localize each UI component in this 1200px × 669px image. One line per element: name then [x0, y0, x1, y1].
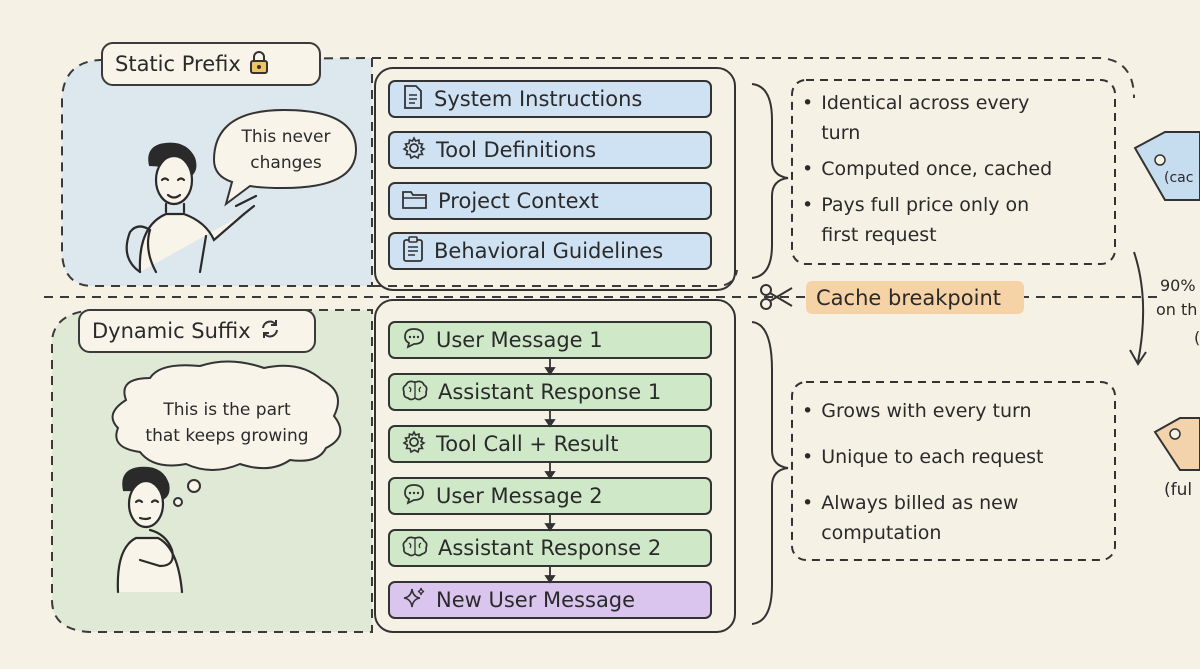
note-line: Always billed as new	[821, 492, 1019, 514]
row-label: Tool Definitions	[436, 138, 597, 162]
row-label: Behavioral Guidelines	[434, 239, 664, 263]
row-new-user-message: New User Message	[388, 581, 712, 619]
row-project-context: Project Context	[388, 182, 712, 220]
note-line: Grows with every turn	[821, 400, 1032, 422]
static-prefix-outline-inner	[372, 269, 738, 287]
cached-price-tag	[1133, 131, 1200, 201]
thought-bubble	[111, 360, 342, 471]
clipboard-icon	[402, 235, 424, 267]
stack-container-dynamic	[374, 299, 736, 633]
row-label: User Message 1	[436, 328, 603, 352]
dynamic-flow-arrows	[544, 359, 556, 584]
dynamic-notes-box	[791, 381, 1116, 561]
brain-icon	[402, 379, 428, 406]
row-label: User Message 2	[436, 484, 603, 508]
gear-icon	[402, 429, 426, 459]
scissors-icon	[758, 282, 794, 316]
static-notes-box	[791, 79, 1116, 265]
static-bubble-line-1: This never	[241, 127, 331, 147]
stack-container-static	[374, 67, 736, 291]
static-prefix-title: Static Prefix	[101, 42, 321, 86]
cache-breakpoint-label: Cache breakpoint	[806, 281, 1024, 314]
static-prefix-outline-top	[372, 57, 1135, 99]
full-price-tag	[1153, 417, 1200, 471]
dynamic-note-2: •Unique to each request	[802, 442, 1110, 472]
row-label: New User Message	[436, 588, 636, 612]
row-behavioral-guidelines: Behavioral Guidelines	[388, 232, 712, 270]
full-price-tag-text: (ful	[1164, 480, 1193, 500]
speech-bubble	[212, 108, 358, 207]
note-line: Identical across every	[821, 92, 1030, 114]
brace-static	[751, 83, 789, 279]
row-label: Tool Call + Result	[436, 432, 619, 456]
row-system-instructions: System Instructions	[388, 80, 712, 118]
note-line: computation	[821, 522, 942, 544]
dynamic-bubble-line-1: This is the part	[163, 400, 291, 420]
person-thinking-illustration	[116, 466, 184, 594]
static-bubble-line-2: changes	[250, 153, 322, 173]
static-note-2: •Computed once, cached	[802, 154, 1102, 184]
refresh-icon	[259, 318, 281, 345]
row-assistant-response-1: Assistant Response 1	[388, 373, 712, 411]
folder-icon	[402, 188, 428, 215]
row-label: Assistant Response 2	[438, 536, 662, 560]
dynamic-suffix-title-text: Dynamic Suffix	[92, 319, 251, 343]
dynamic-bubble-text: This is the part that keeps growing	[120, 397, 334, 449]
dynamic-note-1: •Grows with every turn	[802, 396, 1110, 426]
dynamic-notes: •Grows with every turn •Unique to each r…	[802, 396, 1110, 554]
row-label: Project Context	[438, 189, 599, 213]
person-pointing-illustration	[125, 142, 258, 274]
note-line: first request	[821, 224, 937, 246]
row-label: Assistant Response 1	[438, 380, 662, 404]
savings-arrowhead	[1129, 349, 1147, 366]
row-tool-definitions: Tool Definitions	[388, 131, 712, 169]
brace-dynamic	[751, 321, 789, 625]
note-line: Unique to each request	[821, 446, 1044, 468]
note-line: turn	[821, 122, 861, 144]
tag-hole-top	[1154, 154, 1166, 166]
dynamic-bubble-line-2: that keeps growing	[145, 426, 309, 446]
row-assistant-response-2: Assistant Response 2	[388, 529, 712, 567]
brain-icon	[402, 535, 428, 562]
thought-dot-2	[173, 497, 183, 507]
static-prefix-title-text: Static Prefix	[115, 52, 241, 76]
lock-icon	[249, 50, 269, 79]
gear-icon	[402, 135, 426, 165]
document-icon	[402, 84, 424, 114]
chat-icon	[402, 327, 426, 354]
savings-text-2: on th	[1156, 300, 1198, 319]
chat-icon	[402, 483, 426, 510]
savings-arrow	[1133, 251, 1145, 363]
cached-tag-text: (cac	[1164, 170, 1194, 186]
row-label: System Instructions	[434, 87, 643, 111]
thought-dot-1	[187, 479, 201, 493]
note-line: Pays full price only on	[821, 194, 1030, 216]
dynamic-suffix-title: Dynamic Suffix	[78, 309, 316, 353]
note-line: Computed once, cached	[821, 158, 1053, 180]
row-tool-call-result: Tool Call + Result	[388, 425, 712, 463]
savings-text-3: (	[1194, 328, 1200, 347]
static-bubble-text: This never changes	[222, 124, 350, 176]
row-user-message-2: User Message 2	[388, 477, 712, 515]
savings-text-1: 90%	[1160, 276, 1196, 295]
row-user-message-1: User Message 1	[388, 321, 712, 359]
tag-hole-bottom	[1169, 428, 1181, 440]
sparkle-icon	[402, 586, 426, 615]
